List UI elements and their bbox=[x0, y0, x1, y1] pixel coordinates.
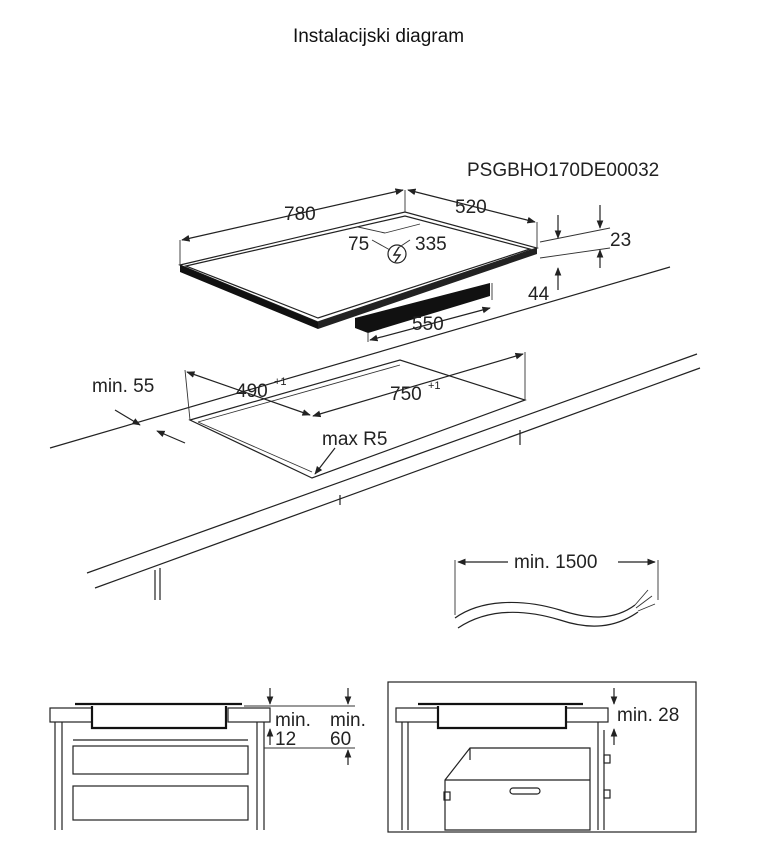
hob-frame-front bbox=[180, 265, 318, 329]
dim-corner-radius: max R5 bbox=[322, 429, 387, 450]
dim-cable-length: min. 1500 bbox=[514, 552, 597, 573]
terminal-ref-line-4 bbox=[397, 239, 411, 249]
cable-wires bbox=[634, 589, 656, 612]
dim-hob-body-height: 44 bbox=[528, 284, 550, 305]
dim-hob-height: 23 bbox=[610, 230, 631, 251]
cable-line-top bbox=[454, 601, 636, 619]
dim-hob-width: 780 bbox=[284, 204, 316, 225]
section-right-counter-r bbox=[565, 707, 609, 723]
dim-cutout-depth: 490 bbox=[236, 381, 268, 402]
dim-cutout-width: 750 bbox=[390, 384, 422, 405]
page-title: Instalacijski diagram bbox=[292, 26, 465, 47]
dim-55-arrow-b bbox=[156, 430, 186, 444]
section-right-oven-knob bbox=[443, 791, 451, 801]
section-right-frame bbox=[387, 681, 697, 833]
terminal-ref-line bbox=[357, 226, 386, 234]
dim-min-label-1: min. bbox=[275, 710, 311, 731]
dim-780-line bbox=[181, 188, 404, 242]
model-code: PSGBHO170DE00032 bbox=[467, 160, 659, 181]
cable-line-bottom bbox=[457, 611, 639, 629]
dim-23-ext-top bbox=[539, 227, 611, 243]
section-left-counter-l bbox=[49, 707, 93, 723]
dim-cutout-depth-tol: +1 bbox=[274, 376, 287, 388]
dim-min-label-2: min. bbox=[330, 710, 366, 731]
hob-drawing bbox=[178, 188, 611, 342]
terminal-ref-line-3 bbox=[371, 239, 391, 251]
countertop-back-edge bbox=[49, 266, 671, 449]
dim-value-12: 12 bbox=[275, 729, 296, 750]
cutout-outline bbox=[188, 359, 527, 479]
countertop-drawing bbox=[49, 266, 701, 600]
cable-drawing bbox=[454, 558, 659, 629]
dim-55-arrow-a bbox=[114, 409, 141, 426]
section-right-hob-body bbox=[436, 706, 568, 730]
section-right-counter-l bbox=[395, 707, 439, 723]
dim-490-ext bbox=[184, 369, 191, 421]
section-right-hinge bbox=[603, 754, 611, 764]
power-connection-icon bbox=[387, 244, 407, 264]
section-right-drawing bbox=[387, 681, 697, 833]
section-right-oven-handle bbox=[509, 787, 541, 795]
dim-490-line bbox=[186, 371, 311, 416]
dim-min-clearance: min. 28 bbox=[617, 705, 679, 726]
terminal-ref-line-2 bbox=[384, 223, 421, 234]
dim-520-line bbox=[407, 188, 536, 224]
countertop-front-edge-top bbox=[86, 353, 698, 574]
section-left-drawer-2 bbox=[72, 785, 249, 821]
dim-min-front: min. 55 bbox=[92, 376, 154, 397]
dim-550-line bbox=[369, 306, 491, 342]
dim-terminal-y: 335 bbox=[415, 234, 447, 255]
dim-750-line bbox=[312, 352, 524, 418]
cutout-inner-back bbox=[197, 364, 401, 423]
section-left-drawing bbox=[49, 688, 355, 830]
radius-leader bbox=[314, 447, 336, 475]
dim-cutout-width-tol: +1 bbox=[428, 380, 441, 392]
dim-value-60: 60 bbox=[330, 729, 351, 750]
section-left-counter-r bbox=[227, 707, 271, 723]
countertop-front-edge-bottom bbox=[94, 367, 701, 589]
hob-glass-inner bbox=[183, 215, 533, 319]
section-right-oven bbox=[444, 747, 591, 831]
dim-hob-body-width: 550 bbox=[412, 314, 444, 335]
section-left-drawer-1 bbox=[72, 745, 249, 775]
cutout-inner-left bbox=[197, 421, 313, 473]
section-left-hob-body bbox=[90, 706, 228, 730]
section-right-hinge-2 bbox=[603, 789, 611, 799]
dim-hob-depth: 520 bbox=[455, 197, 487, 218]
dim-terminal-x: 75 bbox=[348, 234, 369, 255]
